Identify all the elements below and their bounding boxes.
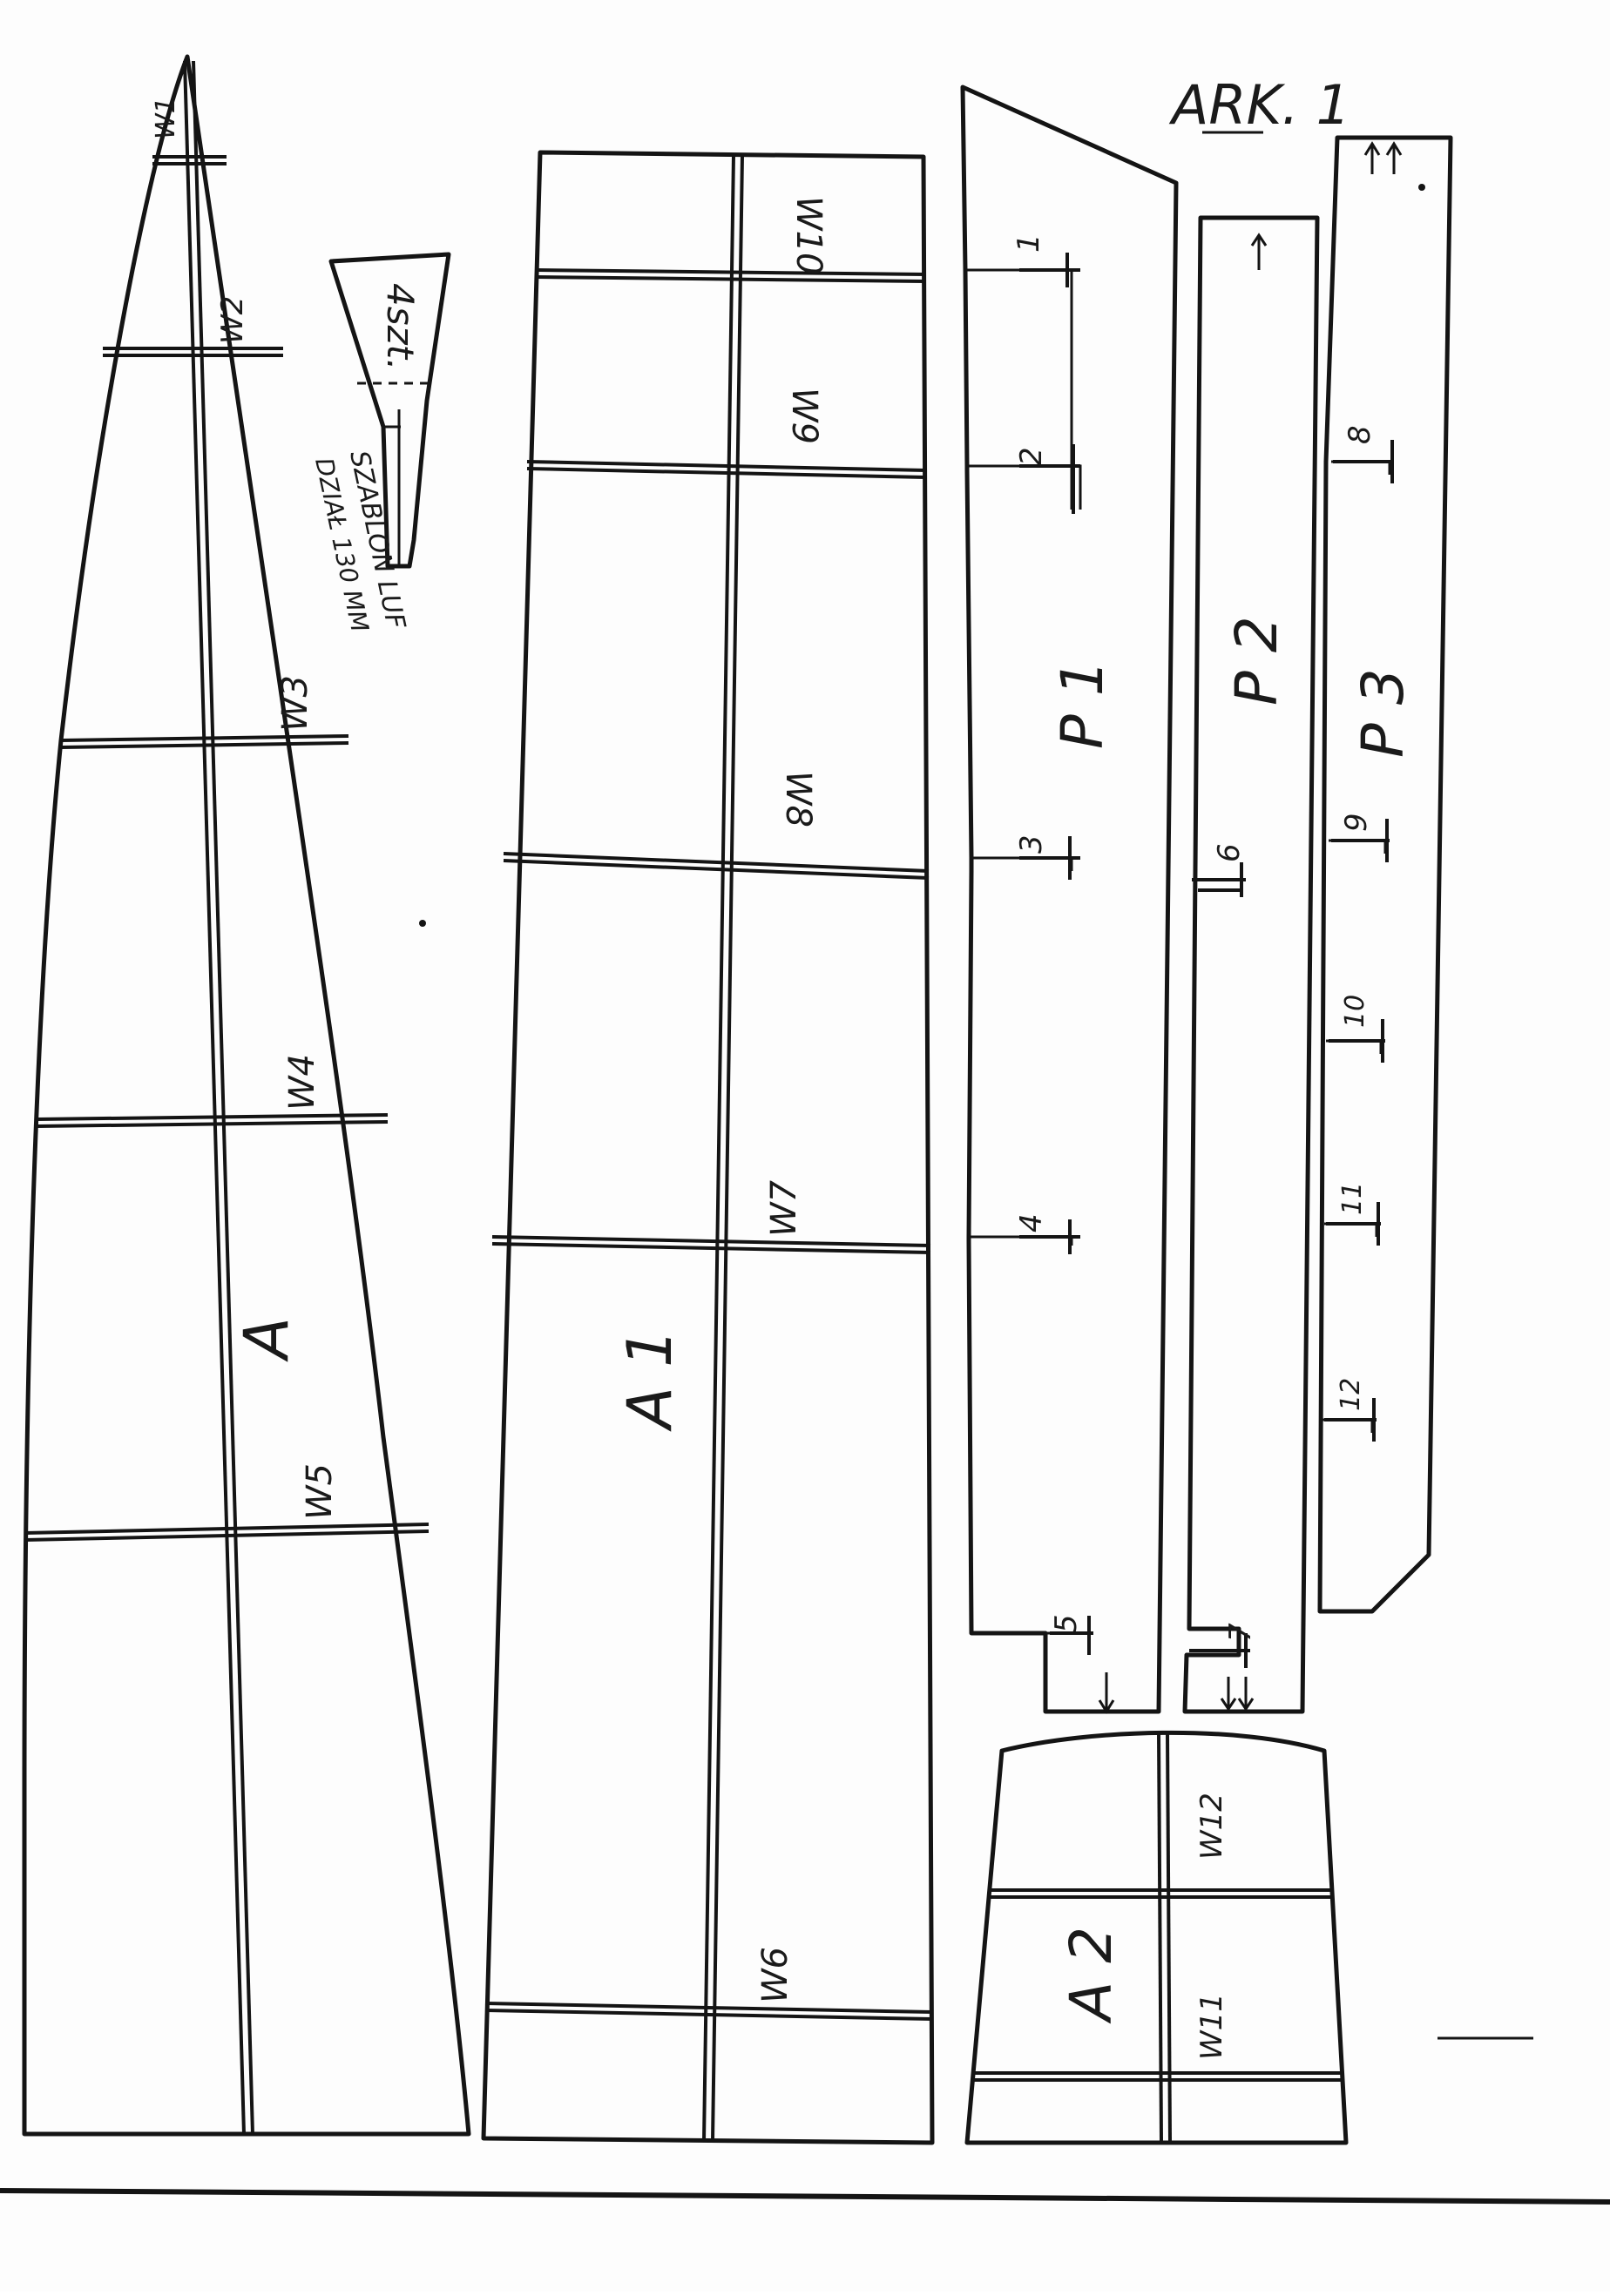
- part-label-a1: A 1: [614, 1328, 686, 1432]
- p3-mark-9: 9: [1339, 813, 1374, 832]
- part-label-p2: P 2: [1223, 616, 1290, 706]
- part-a2-outline: [964, 1730, 1349, 2145]
- part-label-a: A: [231, 1317, 302, 1362]
- p1-mark-3: 3: [1014, 834, 1049, 854]
- part-a1: W10 W9 W8 W7 W6 A 1: [481, 150, 935, 2145]
- part-label-p1: P 1: [1049, 659, 1116, 749]
- sheet-bottom-rule: [0, 2188, 1610, 2205]
- rib-label-w11: W11: [1194, 1993, 1229, 2060]
- part-p2-outline: [1182, 215, 1320, 1714]
- p3-mark-12: 12: [1336, 1378, 1366, 1411]
- p2-mark-7: 7: [1223, 1623, 1258, 1642]
- rib-label-w6: W6: [755, 1947, 795, 2003]
- rib-label-w12: W12: [1194, 1793, 1229, 1860]
- rib-label-w9: W9: [784, 388, 824, 444]
- p3-mark-8: 8: [1343, 425, 1377, 444]
- rib-label-w8: W8: [778, 771, 818, 827]
- rib-label-w5: W5: [300, 1463, 340, 1520]
- part-a2: W12 W11 A 2: [964, 1730, 1349, 2145]
- rib-label-w7: W7: [764, 1179, 804, 1237]
- p1-mark-2: 2: [1014, 447, 1049, 466]
- part-label-p3: P 3: [1350, 668, 1417, 758]
- part-a-outline: [22, 54, 471, 2137]
- rib-w3-line: [60, 734, 349, 742]
- p2-mark-6: 6: [1212, 843, 1247, 862]
- p1-mark-5: 5: [1049, 1614, 1084, 1633]
- part-p3: 8 9 10 11 12 P 3: [1317, 135, 1453, 1614]
- sheet-title: ARK. 1: [1168, 73, 1350, 137]
- rib-w5-line: [24, 1523, 430, 1535]
- part-p1: 1 2 3 4 5 P 1: [960, 84, 1179, 1714]
- template-count: 4szt.: [379, 283, 422, 370]
- rib-label-w1: W1: [151, 97, 181, 139]
- rib-label-w3: W3: [275, 675, 315, 732]
- rib-label-w4: W4: [282, 1054, 322, 1111]
- p1-mark-4: 4: [1014, 1213, 1049, 1232]
- part-p3-outline: [1317, 135, 1453, 1614]
- p1-mark-1: 1: [1011, 233, 1046, 253]
- part-a1-outline: [481, 150, 935, 2145]
- part-label-a2: A 2: [1058, 1927, 1125, 2024]
- rib-label-w2: W2: [215, 296, 250, 344]
- rib-w4-line: [36, 1113, 389, 1121]
- rib-label-w10: W10: [788, 196, 829, 274]
- part-a: W1 W2 W3 W4 W5 A: [22, 54, 471, 2137]
- p3-mark-10: 10: [1340, 995, 1370, 1028]
- p3-mark-11: 11: [1337, 1182, 1368, 1215]
- part-p1-outline: [960, 84, 1179, 1714]
- part-p2: 6 7 P 2: [1182, 215, 1320, 1714]
- template-piece: 4szt. SZABLON LUF DZIAŁ 130 MM: [309, 252, 451, 634]
